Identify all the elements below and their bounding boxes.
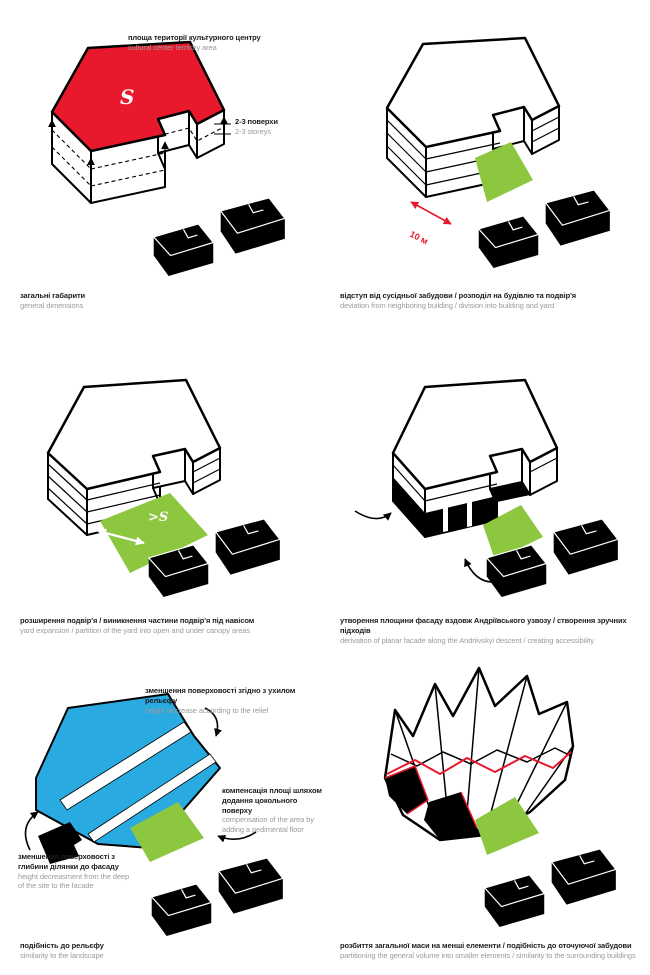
terrace-gap	[59, 721, 192, 811]
floor-slab-lines	[531, 116, 560, 143]
annotation-ua: зменшення поверховості згідно з ухилом р…	[145, 686, 296, 705]
caption: розбиття загальної маси на менші елемент…	[340, 941, 645, 961]
neighbor-buildings	[478, 189, 611, 269]
floor-slab-lines	[47, 463, 88, 525]
yard-green	[130, 802, 204, 862]
building-volume	[46, 378, 222, 536]
depth-arrow	[24, 811, 39, 851]
diagram-mass-partition	[383, 666, 617, 928]
floor-dash-lines	[157, 126, 225, 142]
neighbor-buildings	[484, 848, 617, 928]
diagram-yard-expansion: >S	[46, 378, 281, 598]
annotation-compensation: компенсація площі шляхом додання цокольн…	[222, 786, 322, 835]
neighbor-buildings	[151, 857, 284, 937]
building-volume: S	[48, 40, 231, 204]
diagram-relief-similarity	[24, 693, 284, 937]
neighbor-buildings	[153, 197, 286, 277]
compensation-arrow	[217, 831, 257, 843]
expansion-arrow	[97, 528, 145, 546]
floor-slab-lines	[386, 119, 427, 186]
yard-green-expanded	[100, 493, 208, 573]
yard-green	[483, 505, 543, 560]
caption: розширення подвір'я / виникнення частини…	[20, 616, 315, 636]
annotation-ua: компенсація площі шляхом додання цокольн…	[222, 786, 322, 815]
annotation-en: cultural center territory area	[128, 42, 217, 52]
annotation-territory-area: площа території культурного центру cultu…	[128, 33, 293, 53]
caption-en: partitioning the general volume into sma…	[340, 950, 636, 960]
yard-area-label: >S	[148, 510, 168, 525]
panel-general-dimensions: S площа території культурного центру cul…	[0, 0, 325, 325]
caption-en: general dimensions	[20, 300, 84, 310]
facade-opening	[467, 501, 472, 527]
setback-dimension: 10 м	[408, 201, 452, 247]
annotation-ua: площа території культурного центру	[128, 33, 261, 42]
territory-area-label: S	[120, 85, 134, 109]
canopy-soffit	[490, 482, 530, 502]
caption-ua: розбиття загальної маси на менші елемент…	[340, 941, 632, 950]
panel-yard-expansion: >S розширення подвір'я / виникнення част…	[0, 325, 325, 650]
diagram-setback-division: 10 м	[385, 36, 611, 269]
yard-green	[475, 797, 539, 855]
base-black	[424, 792, 485, 840]
caption-en: yard expansion / partition of the yard i…	[20, 625, 251, 635]
annotation-storeys: 2-3 поверхи 2-3 storeys	[235, 117, 305, 137]
annotation-en: height decrease according to the relief	[145, 705, 269, 715]
panel-mass-partition: розбиття загальної маси на менші елемент…	[325, 650, 650, 975]
panel-facade-plane: утворення площини фасаду вздовж Андріївс…	[325, 325, 650, 650]
base-black	[385, 766, 428, 814]
setback-arrow	[410, 201, 452, 225]
annotation-en: 2-3 storeys	[235, 126, 271, 136]
setback-dim-label: 10 м	[408, 229, 430, 247]
panel-relief-similarity: зменшення поверховості згідно з ухилом р…	[0, 650, 325, 975]
territory-roof	[50, 40, 226, 153]
caption-en: deviation from neighboring building / di…	[340, 300, 555, 310]
relief-arrow	[204, 707, 222, 737]
floor-dash-lines	[90, 152, 166, 187]
caption-ua: відступ від сусідньої забудови / розподі…	[340, 291, 577, 300]
building-volume	[391, 378, 559, 538]
panel-setback-division: 10 м відступ від сусідньої забудови / ро…	[325, 0, 650, 325]
caption-ua: розширення подвір'я / виникнення частини…	[20, 616, 255, 625]
caption-en: similarity to the landscape	[20, 950, 104, 960]
base-red-accent	[460, 791, 478, 829]
existing-fragment	[38, 822, 82, 864]
facade-opening	[443, 506, 448, 532]
annotation-ua: 2-3 поверхи	[235, 117, 278, 126]
floor-slab-lines	[392, 457, 558, 502]
roof-plane	[391, 378, 559, 491]
storey-step-ticks	[214, 123, 231, 135]
caption-ua: загальні габарити	[20, 291, 86, 300]
building-volume	[385, 36, 561, 198]
ridge-red-line	[386, 751, 572, 775]
yard-green	[475, 142, 533, 202]
caption-ua: подібність до рельєфу	[20, 941, 104, 950]
caption: загальні габарити general dimensions	[20, 291, 310, 311]
base-red-accent	[384, 765, 429, 815]
caption-ua: утворення площини фасаду вздовж Андріївс…	[340, 616, 627, 635]
diagram-facade-plane	[354, 378, 619, 598]
faceted-mass	[383, 666, 575, 842]
annotation-depth: зменшення поверховості з глибини ділянки…	[18, 852, 130, 891]
roof-plane	[385, 36, 561, 149]
annotation-ua: зменшення поверховості з глибини ділянки…	[18, 852, 119, 871]
approach-arrow-left	[354, 510, 392, 521]
caption-en: derivation of planar facade along the An…	[340, 635, 595, 645]
caption: відступ від сусідньої забудови / розподі…	[340, 291, 640, 311]
floor-slab-lines	[192, 457, 221, 484]
caption: подібність до рельєфу similarity to the …	[20, 941, 310, 961]
terrace-gap	[87, 753, 217, 843]
annotation-en: compensation of the area by adding a ped…	[222, 815, 314, 834]
floor-dash-lines	[51, 129, 92, 187]
diagram-general-dimensions: S	[48, 40, 286, 277]
roof-plane	[46, 378, 222, 491]
annotation-en: height decreasment from the deep of the …	[18, 871, 130, 891]
annotation-relief: зменшення поверховості згідно з ухилом р…	[145, 686, 315, 715]
caption: утворення площини фасаду вздовж Андріївс…	[340, 616, 645, 645]
facade-band	[393, 477, 425, 537]
